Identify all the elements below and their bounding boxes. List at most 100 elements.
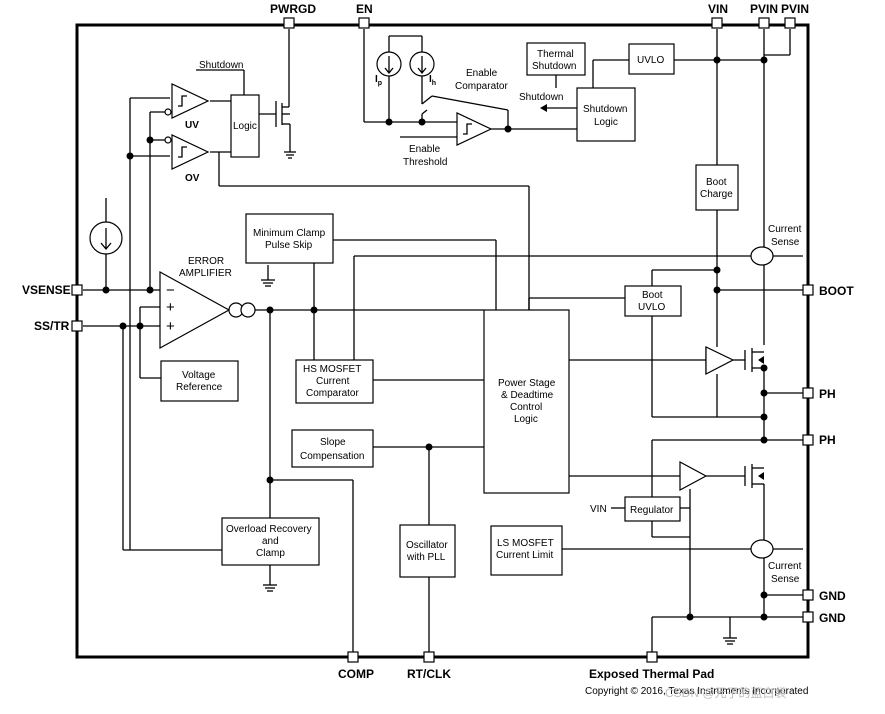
hs-mosfet-comparator-block [295,359,374,404]
chip-outline [75,23,810,659]
power-stage-label-2: & Deadtime [501,390,554,401]
pin-pads [71,17,814,663]
regulator-label: Regulator [630,505,674,516]
pad-ph2 [802,434,814,446]
error-amp-label-2: AMPLIFIER [179,268,232,279]
plus-sign-2: + [166,318,175,335]
junction-dots [102,56,768,621]
boot-uvlo-block [624,285,682,317]
pin-thermal-label: Exposed Thermal Pad [589,667,714,681]
ov-comparator [171,134,210,170]
pin-ph1-label: PH [819,387,836,401]
current-sense-bottom [750,539,774,559]
power-stage-block [483,309,570,494]
pad-ph1 [802,387,814,399]
error-amplifier [159,270,231,350]
hs-mosfet-symbol [758,356,764,364]
ih-current-source [409,51,435,77]
enable-comparator [456,112,493,146]
min-clamp-block [245,213,334,264]
vin-regulator-label: VIN [590,504,607,515]
power-stage-label-1: Power Stage [498,378,556,389]
ls-driver [679,460,708,492]
pin-vin-label: VIN [708,2,728,16]
transconductance-ring-2 [240,302,256,318]
csdn-watermark: CSDN @元子的蓝白袋 [665,685,787,700]
uv-comparator [171,83,210,119]
pin-gnd2-label: GND [819,611,846,625]
uvlo-block [628,43,675,75]
current-sense-bottom-label-1: Current [768,561,802,572]
current-sense-bottom-label-2: Sense [771,574,800,585]
pin-pvin1-label: PVIN [750,2,778,16]
minus-sign: − [166,282,175,299]
current-sense-top [750,246,774,266]
shutdown-logic-label-1: Shutdown [583,104,627,115]
oscillator-label-2: with PLL [406,552,446,563]
pin-sstr-label: SS/TR [34,319,70,333]
pin-pvin2-label: PVIN [781,2,809,16]
overload-label-1: Overload Recovery [226,524,312,535]
pin-rtclk-label: RT/CLK [407,667,451,681]
enable-threshold-label-2: Threshold [403,157,447,168]
copyright-text: Copyright © 2016, Texas Instruments Inco… [585,686,808,697]
pad-en [358,17,370,29]
slope-compensation-block [291,429,374,468]
pad-boot [802,284,814,296]
hs-mosfet-label-3: Comparator [306,388,359,399]
overload-recovery-block [221,517,320,566]
pad-vsense [71,284,83,296]
pad-gnd2 [802,611,814,623]
shutdown-arrow-label: Shutdown [519,92,563,103]
pad-rtclk [423,651,435,663]
pad-thermal [646,651,658,663]
pin-pwrgd-label: PWRGD [270,2,316,16]
error-amp-label-1: ERROR [188,256,224,267]
hs-driver [705,346,735,375]
pin-comp-label: COMP [338,667,374,681]
enable-threshold-label-1: Enable [409,144,441,155]
pad-sstr [71,320,83,332]
logic-block [230,94,260,158]
pin-labels: PWRGD EN VIN PVIN PVIN VSENSE SS/TR BOOT… [22,2,854,681]
boot-charge-label-2: Charge [700,189,733,200]
boot-charge-block [695,164,739,211]
ls-mosfet-label-2: Current Limit [496,550,553,561]
power-stage-label-4: Logic [514,414,538,425]
enable-comparator-label-1: Enable [466,68,498,79]
oscillator-label-1: Oscillator [406,540,448,551]
thermal-shutdown-label-2: Shutdown [532,61,576,72]
hs-mosfet-label-1: HS MOSFET [303,364,361,375]
boot-uvlo-label-2: UVLO [638,302,665,313]
ls-mosfet-label-1: LS MOSFET [497,538,554,549]
logic-label: Logic [233,121,257,132]
power-stage-label-3: Control [510,402,542,413]
slope-comp-label-2: Compensation [300,451,364,462]
pad-pvin1 [758,17,770,29]
oscillator-block [399,524,456,578]
voltage-reference-block [160,360,239,402]
ip-label: Ip [375,74,382,87]
voltage-reference-label-2: Reference [176,382,223,393]
shutdown-top-label: Shutdown [199,60,243,71]
ip-current-source [376,51,402,77]
ls-mosfet-current-limit-block [490,525,563,576]
shutdown-logic-label-2: Logic [594,117,618,128]
pin-vsense-label: VSENSE [22,283,71,297]
uvlo-label: UVLO [637,55,664,66]
min-clamp-label-1: Minimum Clamp [253,228,326,239]
min-clamp-label-2: Pulse Skip [265,240,313,251]
thermal-shutdown-label-1: Thermal [537,49,574,60]
wires [83,29,803,652]
pad-comp [347,651,359,663]
ls-mosfet-symbol [758,472,764,480]
boot-charge-label-1: Boot [706,177,727,188]
voltage-reference-label-1: Voltage [182,370,216,381]
thermal-shutdown-block [526,42,586,76]
pad-pvin2 [784,17,796,29]
pin-gnd1-label: GND [819,589,846,603]
boot-uvlo-label-1: Boot [642,290,663,301]
pad-vin [711,17,723,29]
current-sense-top-label-2: Sense [771,237,800,248]
